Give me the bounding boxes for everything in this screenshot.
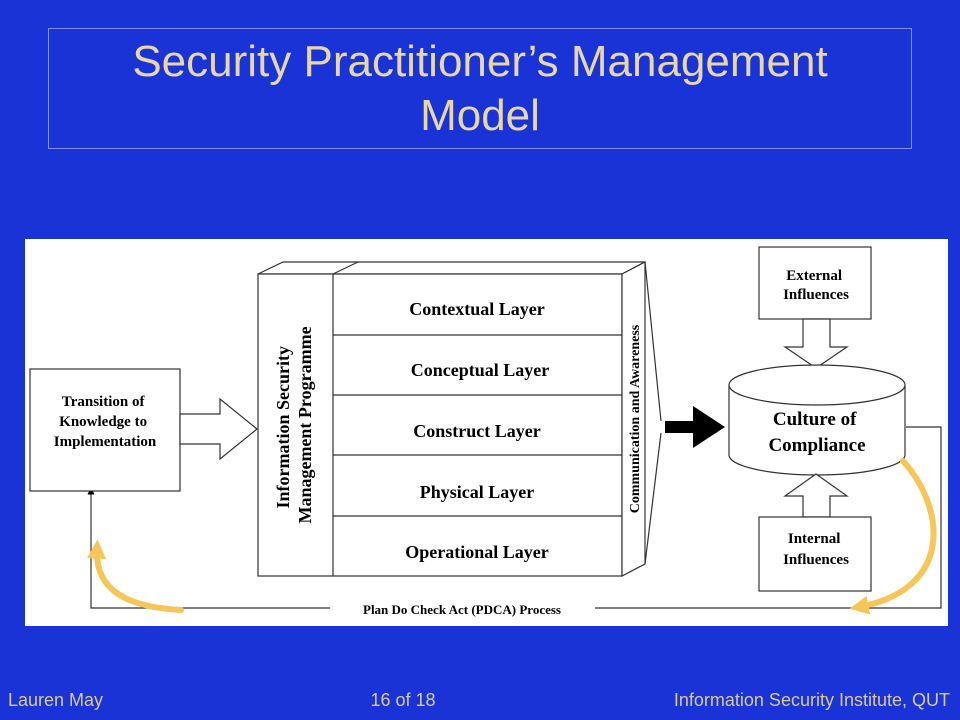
internal-influences-box <box>758 516 872 592</box>
slide-title: Security Practitioner’s Management Model <box>49 35 911 143</box>
layer-physical: Physical Layer <box>420 482 535 502</box>
diagram-canvas: Plan Do Check Act (PDCA) Process Transit… <box>29 246 942 617</box>
transition-line-1: Transition of <box>62 394 146 410</box>
programme-box-top-divider <box>332 261 359 275</box>
transition-line-2: Knowledge to <box>59 414 147 430</box>
transition-box <box>29 368 181 492</box>
internal-line-2: Influences <box>783 552 849 568</box>
transition-line-3: Implementation <box>54 434 157 450</box>
title-frame: Security Practitioner’s Management Model <box>48 28 912 149</box>
slide-title-line-1: Security Practitioner’s Management <box>132 37 828 86</box>
pdca-label-background <box>330 599 595 617</box>
external-influences-box <box>758 246 872 320</box>
culture-label: Culture of Compliance <box>768 409 865 456</box>
external-line-2: Influences <box>783 287 849 303</box>
internal-line-1: Internal <box>788 531 841 547</box>
projection-line-bottom <box>644 432 662 565</box>
footer-author: Lauren May <box>8 690 104 710</box>
external-influences-arrow <box>783 318 849 369</box>
communication-label: Communication and Awareness <box>628 324 643 513</box>
layer-contextual: Contextual Layer <box>409 299 544 319</box>
management-model-diagram: Plan Do Check Act (PDCA) Process Transit… <box>25 239 948 626</box>
yellow-arrow-left <box>86 539 184 613</box>
programme-box-top <box>257 261 646 275</box>
external-influences-label: External Influences <box>783 268 849 303</box>
solid-arrow-to-culture <box>665 406 725 448</box>
programme-box-front <box>257 273 623 577</box>
pdca-label: Plan Do Check Act (PDCA) Process <box>363 602 561 617</box>
yellow-arrow-right <box>849 458 937 615</box>
layer-operational: Operational Layer <box>405 542 548 562</box>
pdca-loop-line <box>87 426 942 609</box>
programme-label: Information Security Management Programm… <box>273 326 315 523</box>
projection-line-top <box>644 261 662 422</box>
internal-influences-label: Internal Influences <box>783 531 849 568</box>
culture-line-2: Compliance <box>768 435 865 456</box>
programme-line-2: Management Programme <box>295 326 315 523</box>
footer-institute: Information Security Institute, QUT <box>673 690 950 710</box>
hollow-arrow-to-programme <box>179 397 258 461</box>
slide-title-line-2: Model <box>420 91 540 140</box>
transition-label: Transition of Knowledge to Implementatio… <box>54 394 157 450</box>
internal-influences-arrow <box>783 473 849 518</box>
layer-conceptual: Conceptual Layer <box>411 360 550 380</box>
culture-cylinder-top <box>728 364 906 406</box>
culture-line-1: Culture of <box>773 409 857 430</box>
layer-construct: Construct Layer <box>413 421 540 441</box>
footer-page-number: 16 of 18 <box>370 690 436 710</box>
programme-line-1: Information Security <box>273 346 293 508</box>
external-line-1: External <box>786 268 842 284</box>
